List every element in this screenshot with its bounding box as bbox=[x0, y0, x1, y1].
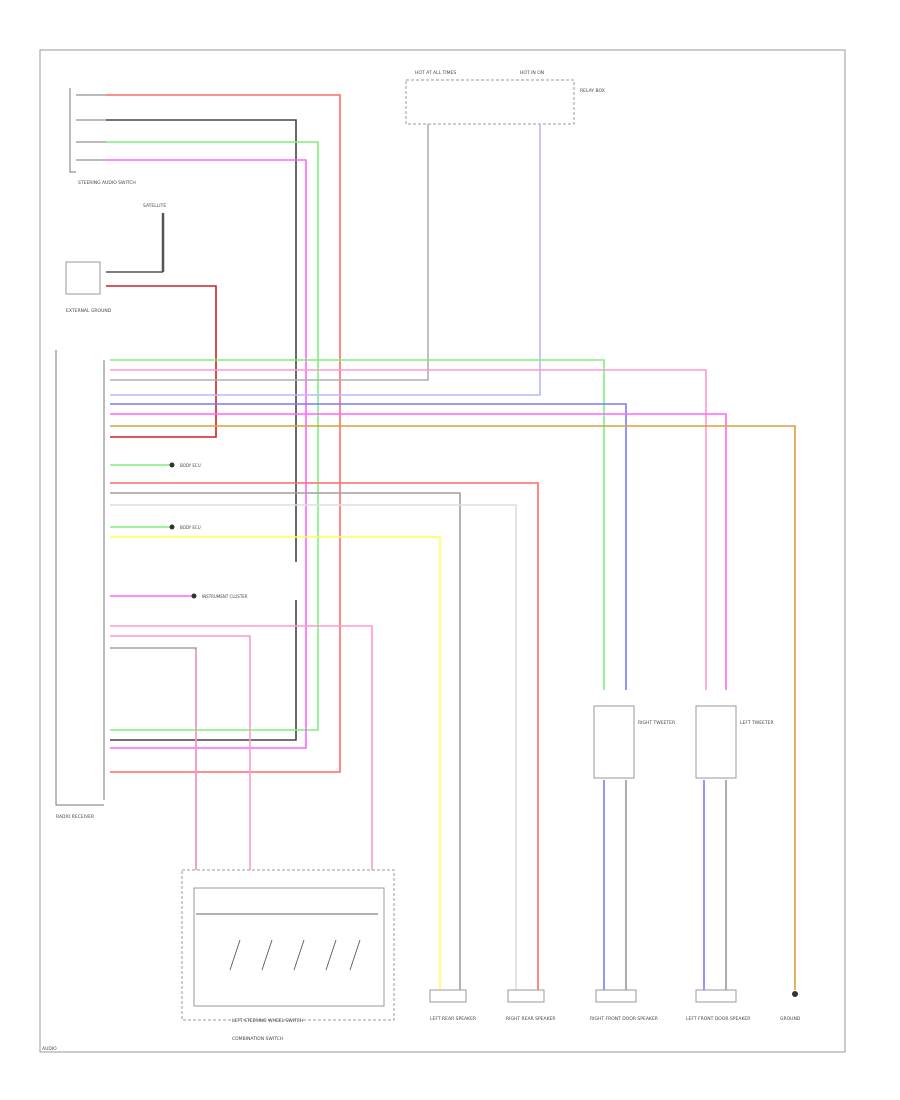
right-tweeter-box bbox=[593, 705, 635, 779]
wire-violet-relay-2 bbox=[110, 124, 541, 396]
relay-block: HOT AT ALL TIMES HOT IN ON RELAY BOX bbox=[405, 70, 605, 125]
steering-audio-switch-label: STEERING AUDIO SWITCH bbox=[78, 180, 136, 186]
right-rear-speaker-label: RIGHT REAR SPEAKER bbox=[506, 1016, 556, 1022]
wire-magenta-tweeter bbox=[110, 413, 727, 690]
ground-dot bbox=[792, 991, 798, 997]
right-front-door-speaker: RIGHT FRONT DOOR SPEAKER bbox=[590, 989, 658, 1022]
wire-pink-combo-2 bbox=[110, 635, 251, 870]
right-front-door-speaker-label: RIGHT FRONT DOOR SPEAKER bbox=[590, 1016, 658, 1022]
radio-receiver-label: RADIO RECEIVER bbox=[56, 814, 94, 820]
steering-audio-switch: STEERING AUDIO SWITCH bbox=[69, 88, 136, 186]
ground-label: GROUND bbox=[780, 1016, 801, 1022]
right-rear-speaker-box bbox=[507, 989, 545, 1003]
right-tweeter: RIGHT TWEETER bbox=[593, 705, 675, 779]
tap-dot-3 bbox=[191, 593, 197, 599]
combination-switch: LEFT STEERING WHEEL SWITCH COMBINATION S… bbox=[181, 869, 395, 1042]
radio-receiver: RADIO RECEIVER bbox=[55, 350, 105, 820]
external-ground-box bbox=[65, 261, 101, 295]
wire-green-tweeter bbox=[110, 359, 605, 690]
to-body-ecu-1-label: BODY ECU bbox=[180, 463, 201, 468]
steering-wheel-switch-label: LEFT STEERING WHEEL SWITCH bbox=[232, 1018, 303, 1024]
right-tweeter-label: RIGHT TWEETER bbox=[638, 720, 675, 726]
wire-magenta-steering bbox=[106, 159, 307, 749]
wire-yellow-rear-left bbox=[110, 536, 441, 990]
left-front-door-speaker: LEFT FRONT DOOR SPEAKER bbox=[686, 989, 750, 1022]
left-rear-speaker-box bbox=[429, 989, 467, 1003]
wire-pink-combo-1 bbox=[110, 625, 373, 870]
wire-gray-rear bbox=[110, 492, 461, 990]
ground-point: GROUND bbox=[780, 991, 801, 1022]
relay-block-label: RELAY BOX bbox=[580, 88, 605, 94]
wire-pink-tweeter bbox=[110, 369, 707, 690]
left-tweeter-box bbox=[695, 705, 737, 779]
wire-gray-combo-3 bbox=[110, 647, 197, 870]
wire-black-steering-lower bbox=[110, 600, 297, 741]
wire-black-steering bbox=[106, 119, 297, 562]
left-rear-speaker: LEFT REAR SPEAKER bbox=[429, 989, 476, 1022]
left-tweeter: LEFT TWEETER bbox=[695, 705, 774, 779]
ignition-source-label: HOT IN ON bbox=[520, 70, 544, 76]
wire-darkred-ground bbox=[106, 285, 217, 438]
wire-red-steering bbox=[106, 94, 341, 773]
steering-wheel-switch-box bbox=[193, 887, 385, 1007]
left-tweeter-label: LEFT TWEETER bbox=[740, 720, 774, 726]
to-body-ecu-2-label: BODY ECU bbox=[180, 525, 201, 530]
satellite-antenna-label: SATELLITE bbox=[143, 203, 166, 209]
relay-block-box bbox=[405, 79, 575, 125]
right-rear-speaker: RIGHT REAR SPEAKER bbox=[506, 989, 556, 1022]
diagram-frame bbox=[39, 49, 846, 1053]
combination-switch-label: COMBINATION SWITCH bbox=[232, 1036, 283, 1042]
wire-blue-tweeter bbox=[110, 403, 627, 690]
wire-orange-ground bbox=[110, 425, 796, 990]
left-rear-speaker-label: LEFT REAR SPEAKER bbox=[430, 1016, 476, 1022]
tap-dot-1 bbox=[169, 462, 175, 468]
wires bbox=[106, 94, 796, 990]
wire-white-rear bbox=[110, 504, 517, 990]
right-front-door-speaker-box bbox=[595, 989, 637, 1003]
satellite-antenna: SATELLITE EXTERNAL GROUND bbox=[65, 203, 166, 314]
left-front-door-speaker-label: LEFT FRONT DOOR SPEAKER bbox=[686, 1016, 750, 1022]
tap-dot-2 bbox=[169, 524, 175, 530]
power-source-label: HOT AT ALL TIMES bbox=[415, 70, 456, 76]
wire-green-steering bbox=[106, 141, 319, 731]
wire-red-rear-right bbox=[110, 482, 539, 990]
wire-gray-relay-1 bbox=[110, 124, 429, 381]
to-instrument-label: INSTRUMENT CLUSTER bbox=[202, 594, 248, 599]
footer-code: AUDIO bbox=[42, 1046, 57, 1052]
external-ground-label: EXTERNAL GROUND bbox=[66, 308, 112, 314]
combination-switch-outer bbox=[181, 869, 395, 1021]
left-front-door-speaker-box bbox=[695, 989, 737, 1003]
